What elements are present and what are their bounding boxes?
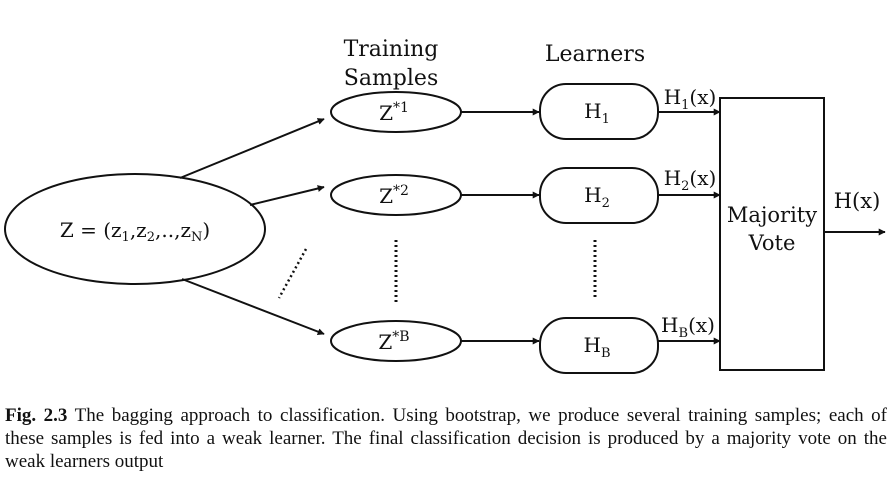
output-label-b: HB(x) (661, 313, 715, 341)
majority-vote-label-line2: Vote (748, 231, 796, 255)
final-output-label: H(x) (834, 189, 881, 213)
source-dataset-ellipse (4, 173, 266, 285)
output-label-2: H2(x) (664, 166, 717, 194)
source-to-sample-2-arrow (249, 185, 325, 206)
figure-caption-text: The bagging approach to classification. … (5, 405, 887, 472)
learner-label-b: HB (583, 333, 610, 361)
header-samples: Samples (344, 66, 438, 91)
source-to-sample-b-arrow (181, 278, 325, 335)
output-label-1: H1(x) (664, 85, 717, 113)
learner-label-1: H1 (584, 99, 610, 127)
source-dataset-label: Z = (z1,z2,..,zN) (60, 218, 210, 245)
majority-vote-label-line1: Majority (727, 203, 817, 227)
sample-label-b: Z*B (378, 329, 409, 354)
learner-label-2: H2 (584, 183, 610, 211)
sample-label-1: Z*1 (379, 100, 409, 125)
header-training: Training (344, 37, 439, 62)
figure-caption: Fig. 2.3 The bagging approach to classif… (5, 404, 887, 473)
majority-vote-box (719, 97, 825, 371)
ellipsis-dots-diagonal (277, 248, 308, 299)
sample-label-2: Z*2 (379, 183, 409, 208)
source-to-sample-1-arrow (179, 118, 325, 179)
header-learners: Learners (545, 42, 645, 67)
figure-caption-label: Fig. 2.3 (5, 405, 68, 426)
bagging-diagram: Training Samples Learners Z = (z1,z2,..,… (4, 37, 886, 374)
learner-box-b (539, 317, 659, 374)
